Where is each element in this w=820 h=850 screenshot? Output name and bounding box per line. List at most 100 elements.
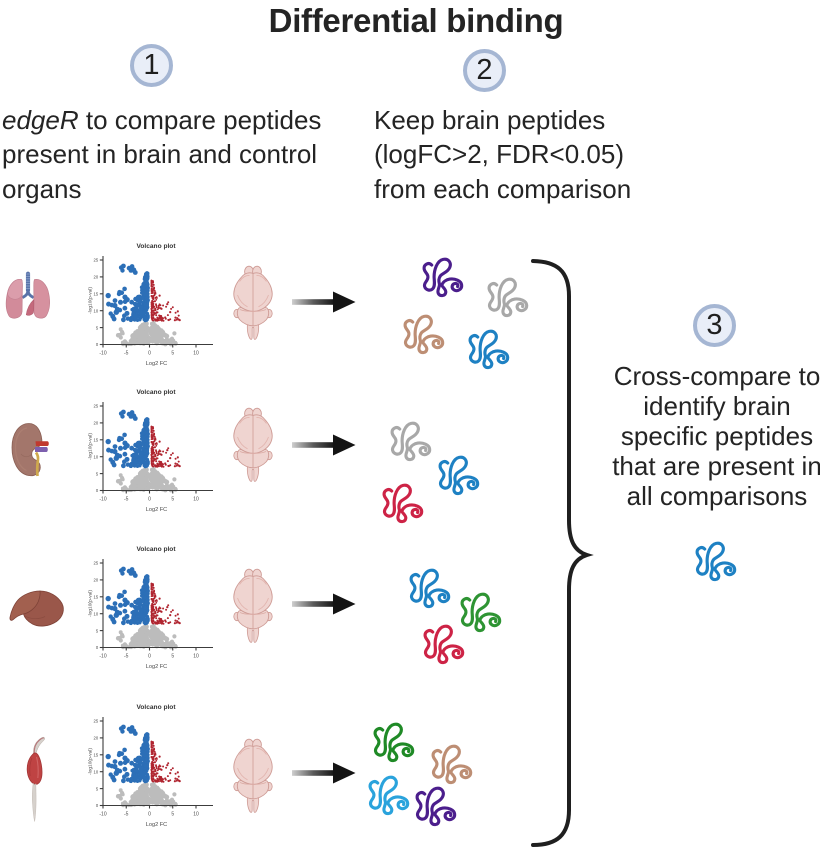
svg-text:0: 0 <box>148 654 151 660</box>
svg-text:25: 25 <box>94 258 99 263</box>
peptide-icon-muscle-3 <box>368 775 410 816</box>
peptide-icon-muscle-2 <box>431 744 473 785</box>
curly-brace <box>531 259 594 847</box>
svg-text:-10: -10 <box>99 497 106 503</box>
volcano-title: Volcano plot <box>136 704 176 711</box>
volcano-ylabel: -log10(p-val) <box>88 748 94 775</box>
svg-text:5: 5 <box>96 471 99 476</box>
svg-text:5: 5 <box>171 351 174 357</box>
step-2-line-1: Keep brain peptides <box>374 105 606 135</box>
svg-text:25: 25 <box>94 561 99 566</box>
volcano-points <box>105 263 181 347</box>
step-2-number: 2 <box>476 54 493 86</box>
svg-text:-10: -10 <box>99 812 106 818</box>
svg-text:0: 0 <box>96 645 99 650</box>
svg-text:-5: -5 <box>124 654 129 660</box>
volcano-xlabel: Log2 FC <box>146 664 167 670</box>
volcano-xlabel: Log2 FC <box>146 507 167 513</box>
brain-icon-row-2 <box>233 407 273 482</box>
svg-text:-5: -5 <box>124 812 129 818</box>
step-3-description: Cross-compare to identify brain specific… <box>604 361 820 511</box>
arrow-icon-row-3 <box>292 593 356 615</box>
svg-text:0: 0 <box>148 812 151 818</box>
volcano-title: Volcano plot <box>136 243 176 250</box>
step-3-number: 3 <box>706 309 723 341</box>
svg-text:0: 0 <box>96 803 99 808</box>
kidney-icon <box>10 422 51 478</box>
peptide-icon-muscle-4 <box>415 786 457 827</box>
step-3-line-3: specific peptides <box>620 421 814 452</box>
peptide-icon-kidney-1 <box>390 421 432 462</box>
svg-text:5: 5 <box>96 628 99 633</box>
step-1-line-1: edgeR to compare peptides <box>2 105 322 135</box>
svg-text:25: 25 <box>94 719 99 724</box>
volcano-axes <box>99 256 213 348</box>
volcano-axes <box>99 717 213 809</box>
brain-icon-row-1 <box>233 265 273 340</box>
step-1-line-3: organs <box>2 173 82 204</box>
peptide-icon-lungs-4 <box>468 329 510 370</box>
svg-text:5: 5 <box>171 812 174 818</box>
svg-text:10: 10 <box>193 497 199 503</box>
svg-text:25: 25 <box>94 404 99 409</box>
arrow-icon-row-4 <box>292 762 356 784</box>
diagram-title: Differential binding <box>268 2 564 39</box>
brain-icon-row-4 <box>233 738 273 813</box>
svg-text:0: 0 <box>96 488 99 493</box>
svg-text:0: 0 <box>96 342 99 347</box>
svg-text:20: 20 <box>94 275 99 280</box>
peptide-icon-lungs-1 <box>422 257 464 298</box>
svg-text:20: 20 <box>94 736 99 741</box>
brain-icon-row-3 <box>233 568 273 643</box>
lungs-icon <box>4 270 52 320</box>
peptide-icon-muscle-1 <box>373 722 415 763</box>
volcano-points <box>105 566 181 650</box>
step-3-line-4: that are present in <box>612 451 820 482</box>
svg-text:10: 10 <box>94 454 99 459</box>
svg-text:15: 15 <box>94 292 99 297</box>
volcano-axes <box>99 402 213 494</box>
volcano-xlabel: Log2 FC <box>146 822 167 828</box>
step-2-line-3: from each comparison <box>374 173 632 204</box>
peptide-icon-kidney-3 <box>382 483 424 524</box>
svg-text:5: 5 <box>171 654 174 660</box>
svg-text:5: 5 <box>96 786 99 791</box>
volcano-axes <box>99 559 213 651</box>
svg-text:10: 10 <box>193 812 199 818</box>
peptide-icon-liver-1 <box>409 568 451 609</box>
svg-text:15: 15 <box>94 595 99 600</box>
step-3-line-1: Cross-compare to <box>613 361 820 391</box>
svg-text:0: 0 <box>148 497 151 503</box>
arrow-icon-row-2 <box>292 434 356 456</box>
step-1-description: edgeR to compare peptides present in bra… <box>2 103 352 206</box>
svg-text:10: 10 <box>94 611 99 616</box>
volcano-title: Volcano plot <box>136 389 176 396</box>
svg-text:5: 5 <box>96 325 99 330</box>
svg-text:-5: -5 <box>124 351 129 357</box>
svg-text:10: 10 <box>193 654 199 660</box>
peptide-icon-lungs-2 <box>487 277 529 318</box>
step-2-badge: 2 <box>463 49 506 92</box>
svg-text:5: 5 <box>171 497 174 503</box>
svg-text:20: 20 <box>94 421 99 426</box>
peptide-icon-result <box>695 541 737 582</box>
svg-text:0: 0 <box>148 351 151 357</box>
svg-text:20: 20 <box>94 578 99 583</box>
svg-text:10: 10 <box>94 308 99 313</box>
volcano-xlabel: Log2 FC <box>146 361 167 367</box>
volcano-points <box>105 724 181 808</box>
svg-text:15: 15 <box>94 753 99 758</box>
step-1-badge: 1 <box>130 44 173 87</box>
step-1-line-2: present in brain and control <box>2 139 318 170</box>
svg-text:-10: -10 <box>99 351 106 357</box>
step-3-line-5: all comparisons <box>626 481 808 512</box>
liver-icon <box>9 590 64 627</box>
